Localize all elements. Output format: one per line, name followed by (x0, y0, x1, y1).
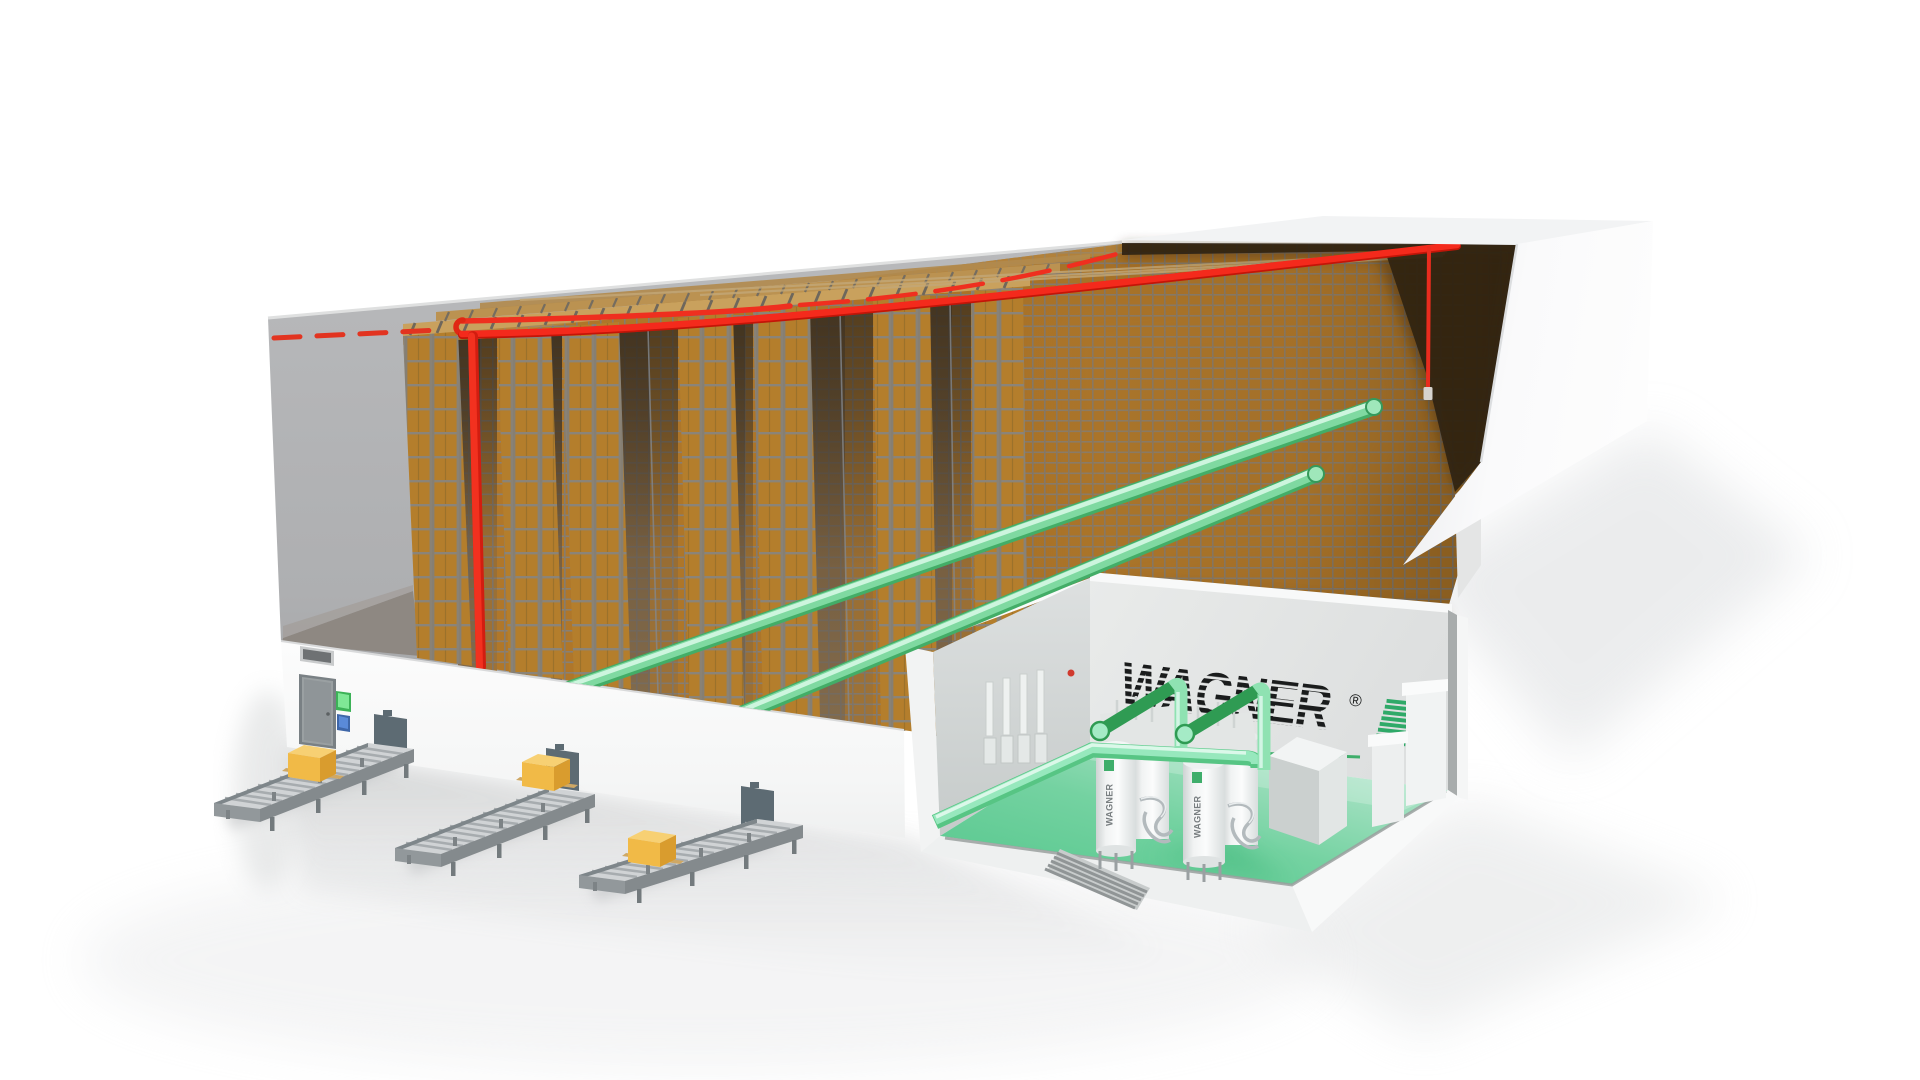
svg-text:WAGNER: WAGNER (1193, 795, 1203, 838)
svg-text:®: ® (1348, 691, 1363, 711)
svg-text:WAGNER: WAGNER (1105, 783, 1115, 826)
